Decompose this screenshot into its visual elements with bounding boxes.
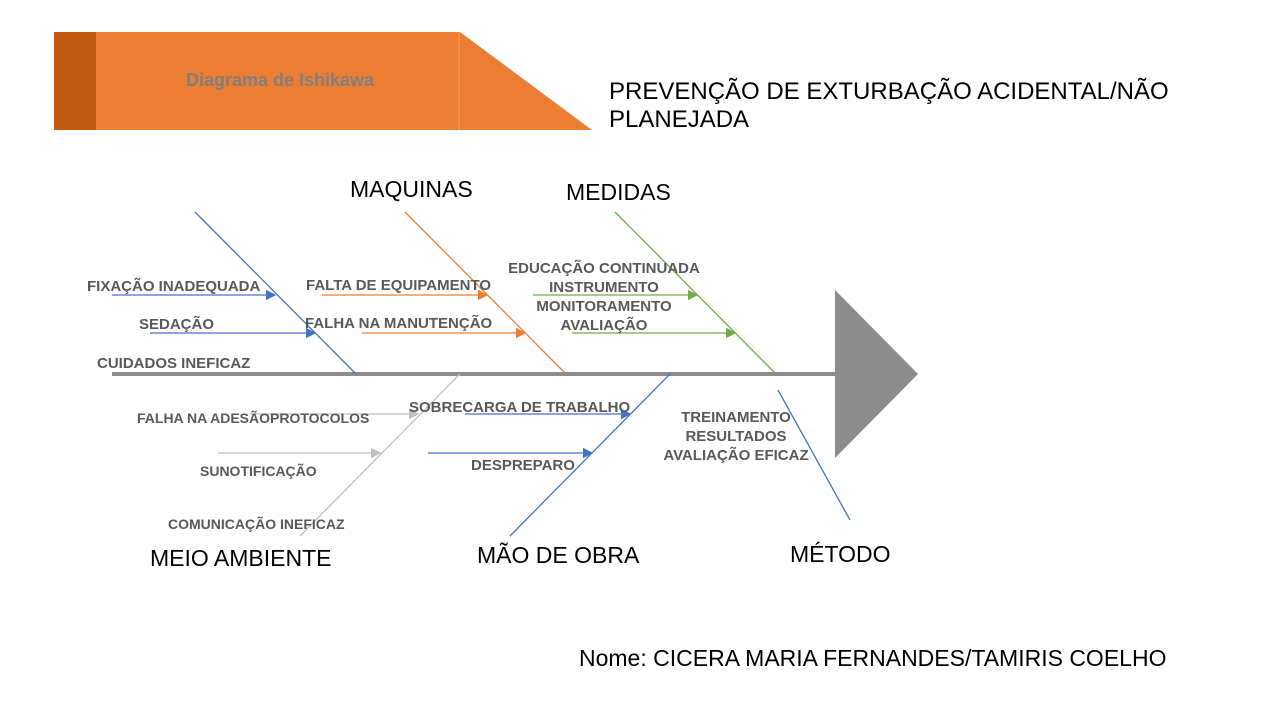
- category-metodo: MÉTODO: [790, 541, 891, 567]
- category-meio-ambiente: MEIO AMBIENTE: [150, 545, 332, 571]
- cause-fixacao: FIXAÇÃO INADEQUADA: [87, 278, 261, 295]
- bone-metodo: [777, 389, 851, 521]
- title-banner: [54, 32, 592, 130]
- cause-sunotificacao: SUNOTIFICAÇÃO: [200, 463, 317, 479]
- cause-sobrecarga: SOBRECARGA DE TRABALHO: [409, 399, 631, 416]
- category-medidas: MEDIDAS: [566, 179, 671, 205]
- cause-falha-adesao: FALHA NA ADESÃOPROTOCOLOS: [137, 410, 370, 426]
- cause-sedacao: SEDAÇÃO: [139, 316, 215, 333]
- cause-monitoramento: MONITORAMENTO: [536, 298, 672, 315]
- banner-orange-shape: [96, 32, 592, 130]
- banner-dark-strip: [54, 32, 96, 130]
- author-names: Nome: CICERA MARIA FERNANDES/TAMIRIS COE…: [579, 645, 1167, 671]
- cause-resultados: RESULTADOS: [685, 428, 787, 445]
- slide-title-line2: PLANEJADA: [609, 106, 750, 133]
- cause-educacao: EDUCAÇÃO CONTINUADA: [508, 260, 700, 277]
- cause-comunicacao: COMUNICAÇÃO INEFICAZ: [168, 516, 345, 532]
- cause-avaliacao: AVALIAÇÃO: [560, 317, 648, 334]
- slide-title-line1: PREVENÇÃO DE EXTURBAÇÃO ACIDENTAL/NÃO: [609, 78, 1169, 105]
- banner-title: Diagrama de Ishikawa: [185, 70, 375, 90]
- cause-falha-manutencao: FALHA NA MANUTENÇÃO: [305, 315, 493, 332]
- cause-list-metodo: TREINAMENTO RESULTADOS AVALIAÇÃO EFICAZ: [654, 408, 818, 465]
- cause-avaliacao-eficaz: AVALIAÇÃO EFICAZ: [663, 447, 809, 464]
- cause-instrumento: INSTRUMENTO: [549, 279, 659, 296]
- cause-list-medidas: EDUCAÇÃO CONTINUADA INSTRUMENTO MONITORA…: [500, 259, 708, 335]
- slide-title: PREVENÇÃO DE EXTURBAÇÃO ACIDENTAL/NÃO PL…: [609, 78, 1229, 134]
- cause-cuidados: CUIDADOS INEFICAZ: [97, 355, 251, 372]
- cause-treinamento: TREINAMENTO: [681, 409, 791, 426]
- effect-arrow-head: [835, 290, 918, 458]
- category-maquinas: MAQUINAS: [350, 176, 473, 202]
- cause-falta-equipamento: FALTA DE EQUIPAMENTO: [306, 277, 492, 294]
- category-mao-de-obra: MÃO DE OBRA: [477, 542, 640, 568]
- cause-despreparo: DESPREPARO: [471, 457, 575, 474]
